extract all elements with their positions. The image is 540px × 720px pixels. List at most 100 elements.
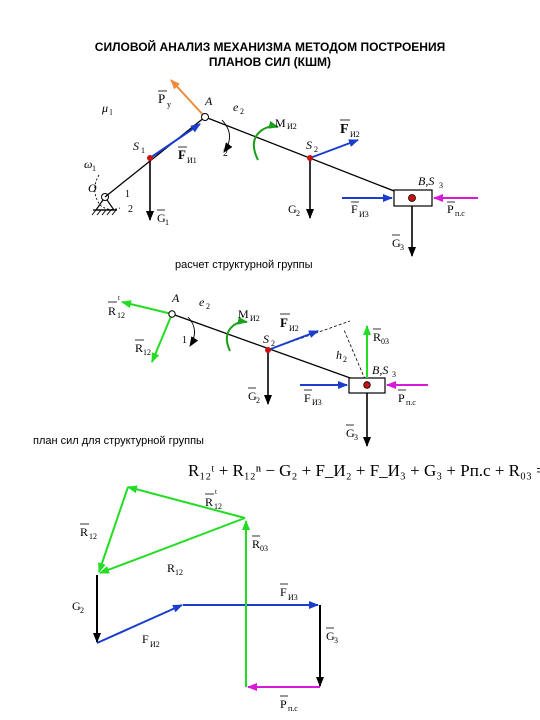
plan-FI2-sub: И2: [150, 640, 160, 649]
MI2-moment-arc: [252, 120, 279, 161]
group-joint-A: [168, 310, 176, 318]
MI2-sub: И2: [287, 122, 297, 131]
group-A-label: A: [171, 291, 180, 305]
mu-sub: l: [110, 108, 113, 117]
group-S2-label: S: [263, 332, 269, 346]
group-MI2-moment-arc: [225, 316, 248, 352]
group-FI3-label: F: [304, 391, 311, 405]
group-FI2-label: F: [280, 315, 288, 330]
group-R12t-label: R: [108, 304, 116, 318]
S1-sub: 1: [141, 146, 145, 155]
point-A-label: A: [204, 94, 213, 108]
plan-R12n-label: R: [80, 525, 88, 539]
FI3-label: F: [351, 202, 358, 216]
FI3-sub: И3: [359, 210, 369, 219]
plan-R12t-sub: 12: [214, 502, 222, 511]
group-B-label: B,S: [372, 363, 388, 377]
plan-G3-sub: 3: [334, 636, 338, 645]
group-e2-arc: [187, 316, 199, 347]
e2-arc: [221, 119, 233, 153]
plan-FI2-label: F: [142, 632, 149, 646]
plan-G3-label: G: [326, 629, 335, 643]
crank-link: [104, 116, 206, 198]
group-force-FI2-arrow: [267, 330, 319, 351]
G3-label: G: [392, 236, 401, 250]
e2-label: e: [233, 100, 239, 114]
FI2-sub: И2: [350, 130, 360, 139]
group-R03-label: R: [373, 330, 381, 344]
group-G3-label: G: [346, 426, 355, 440]
G1-label: G: [157, 211, 166, 225]
point-S2: [307, 155, 313, 161]
Py-sub: y: [167, 100, 171, 109]
omega-label: ω: [84, 157, 92, 171]
G3-sub: 3: [400, 243, 404, 252]
plan-R12t-sup: t: [215, 488, 217, 496]
group-FI2-sub: И2: [289, 324, 299, 333]
mu-label: μ: [101, 101, 108, 115]
plan-R12-label: R: [167, 561, 175, 575]
group-label-1: 1: [182, 335, 187, 346]
point-O-label: O: [88, 181, 97, 195]
group-Ppc-label: P: [398, 391, 405, 405]
group-G3-sub: 3: [354, 433, 358, 442]
group-Ppc-sub: п.с: [406, 398, 416, 407]
force-FI2-arrow: [309, 139, 359, 159]
Ppc-sub: п.с: [455, 209, 465, 218]
group-R12t-sub: 12: [117, 311, 125, 320]
group-point-B: [363, 381, 371, 389]
Py-label: P: [158, 91, 165, 106]
plan-R12-sub: 12: [175, 568, 183, 577]
group-h2-label: h: [336, 348, 342, 362]
plan-R12t-label: R: [205, 495, 213, 509]
group-B-sub: 3: [392, 370, 396, 379]
B-label: B,S: [418, 174, 434, 188]
force-plan-diagram: R 12 t R 12 R 12 G 2 F И2 F И3 G 3 P: [72, 485, 338, 713]
plan-R12n-sub: 12: [89, 532, 97, 541]
e2-sub: 2: [240, 107, 244, 116]
ground-support-icon: [91, 193, 117, 216]
label-2a: 2: [223, 148, 228, 159]
group-e2-sub: 2: [206, 302, 210, 311]
force-R12t-arrow: [121, 300, 173, 315]
point-S1: [147, 155, 153, 161]
Ppc-label: P: [447, 202, 454, 216]
title-line-2: ПЛАНОВ СИЛ (КШМ): [209, 55, 331, 69]
G2-sub: 2: [296, 209, 300, 218]
group-h2-sub: 2: [343, 355, 347, 364]
plan-FI2-arrow: [96, 604, 183, 644]
plan-R03-sub: 03: [260, 544, 268, 553]
FI2-label: F: [340, 122, 349, 137]
force-Py-arrow: [170, 79, 206, 118]
label-1: 1: [125, 189, 130, 200]
group-G2-label: G: [248, 389, 257, 403]
force-R12n-arrow: [151, 313, 173, 363]
title-line-1: СИЛОВОЙ АНАЛИЗ МЕХАНИЗМА МЕТОДОМ ПОСТРОЕ…: [95, 39, 445, 54]
equilibrium-equation: R₁₂ᵗ + R₁₂ⁿ − G₂ + F_И₂ + F_И₃ + G₃ + Pп…: [188, 461, 540, 480]
FI1-label: F: [178, 147, 186, 162]
plan-R12t-arrow: [127, 485, 246, 519]
group-R03-sub: 03: [381, 337, 389, 346]
caption-force-plan: план сил для структурной группы: [33, 435, 204, 447]
caption-structural-group: расчет структурной группы: [175, 259, 313, 271]
group-MI2-label: M: [238, 307, 249, 321]
label-2b: 2: [128, 204, 133, 215]
group-R12n-sub: 12: [143, 348, 151, 357]
G1-sub: 1: [165, 218, 169, 227]
plan-Ppc-label: P: [280, 697, 287, 711]
G2-label: G: [288, 202, 297, 216]
plan-R12-arrow: [99, 517, 246, 574]
plan-R03-label: R: [252, 537, 260, 551]
S2-sub: 2: [314, 145, 318, 154]
group-FI3-sub: И3: [312, 398, 322, 407]
group-R12t-sup: t: [118, 294, 120, 302]
group-R12n-label: R: [135, 341, 143, 355]
omega-sub: 1: [92, 164, 96, 173]
mechanism-diagram: μ l O ω 1 1 P y A e: [84, 79, 478, 257]
omega-arc: [94, 174, 121, 210]
S2-label: S: [306, 138, 312, 152]
group-S2-sub: 2: [271, 339, 275, 348]
plan-FI3-label: F: [280, 585, 287, 599]
